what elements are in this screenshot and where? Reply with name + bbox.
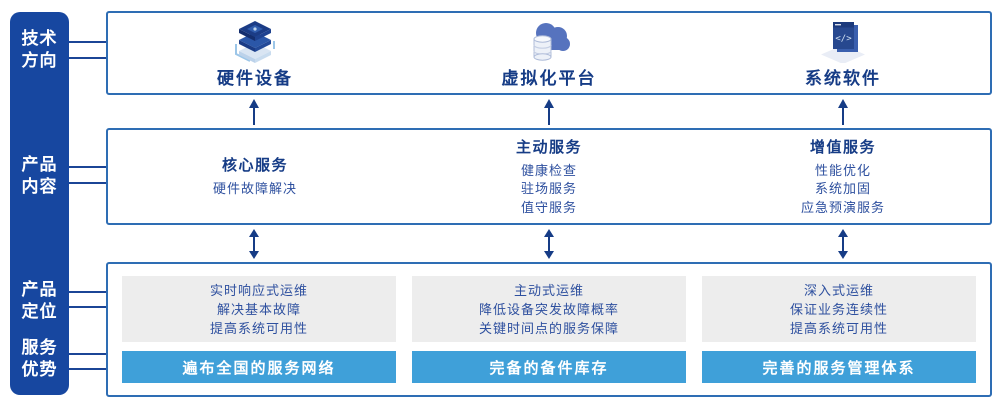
connector-line — [69, 306, 106, 308]
tech-item-virtualization: 虚拟化平台 — [402, 13, 696, 93]
tech-label: 虚拟化平台 — [501, 69, 597, 88]
connector-line — [69, 368, 106, 370]
advantage-bar: 遍布全国的服务网络 — [122, 351, 396, 383]
service-title: 核心服务 — [221, 157, 288, 175]
product-positioning-panel: 实时响应式运维 解决基本故障 提高系统可用性 遍布全国的服务网络 主动式运维 降… — [106, 262, 992, 397]
positioning-line: 提高系统可用性 — [209, 320, 308, 336]
service-column-proactive: 主动服务 健康检查 驻场服务 值守服务 — [402, 130, 696, 223]
positioning-line: 深入式运维 — [803, 282, 874, 298]
svg-text:</>: </> — [835, 34, 852, 44]
positioning-column-proactive: 主动式运维 降低设备突发故障概率 关键时间点的服务保障 完备的备件库存 — [412, 276, 686, 383]
category-sidebar: 技术方向 产品内容 产品定位 服务优势 — [10, 12, 69, 395]
service-item: 驻场服务 — [520, 181, 577, 197]
positioning-line: 实时响应式运维 — [209, 282, 308, 298]
sidebar-label-product-positioning: 产品定位 — [21, 280, 58, 322]
tech-label: 系统软件 — [805, 69, 881, 88]
connector-line — [69, 182, 106, 184]
double-arrow-icon — [247, 229, 261, 259]
positioning-line: 主动式运维 — [513, 282, 584, 298]
positioning-description: 深入式运维 保证业务连续性 提高系统可用性 — [702, 276, 976, 342]
connector-line — [69, 57, 106, 59]
sidebar-label-product-content: 产品内容 — [21, 155, 58, 197]
positioning-line: 提高系统可用性 — [789, 320, 888, 336]
service-item: 系统加固 — [814, 181, 871, 197]
positioning-line: 关键时间点的服务保障 — [478, 320, 619, 336]
positioning-column-deep: 深入式运维 保证业务连续性 提高系统可用性 完善的服务管理体系 — [702, 276, 976, 383]
up-arrow-icon — [247, 99, 261, 125]
connector-line — [69, 41, 106, 43]
service-item: 健康检查 — [520, 162, 577, 178]
positioning-column-realtime: 实时响应式运维 解决基本故障 提高系统可用性 遍布全国的服务网络 — [122, 276, 396, 383]
tech-item-hardware: 硬件设备 — [108, 13, 402, 93]
service-item: 应急预演服务 — [800, 199, 885, 215]
positioning-description: 实时响应式运维 解决基本故障 提高系统可用性 — [122, 276, 396, 342]
sidebar-label-service-advantage: 服务优势 — [21, 338, 58, 380]
tech-direction-panel: 硬件设备 — [106, 11, 992, 95]
up-arrow-icon — [836, 99, 850, 125]
sidebar-label-tech-direction: 技术方向 — [21, 29, 58, 71]
cloud-database-icon — [525, 17, 573, 63]
tech-item-system-software: </> 系统软件 — [696, 13, 990, 93]
service-title: 主动服务 — [515, 138, 582, 156]
advantage-bar: 完备的备件库存 — [412, 351, 686, 383]
service-column-core: 核心服务 硬件故障解决 — [108, 130, 402, 223]
tech-label: 硬件设备 — [217, 69, 293, 88]
up-arrow-icon — [542, 99, 556, 125]
code-window-icon: </> — [819, 17, 867, 63]
service-item: 性能优化 — [814, 162, 871, 178]
product-content-panel: 核心服务 硬件故障解决 主动服务 健康检查 驻场服务 值守服务 增值服务 性能优… — [106, 128, 992, 225]
connector-line — [69, 291, 106, 293]
connector-line — [69, 166, 106, 168]
service-item: 硬件故障解决 — [212, 181, 297, 197]
advantage-bar: 完善的服务管理体系 — [702, 351, 976, 383]
service-item: 值守服务 — [520, 199, 577, 215]
double-arrow-icon — [542, 229, 556, 259]
connector-line — [69, 353, 106, 355]
server-stack-icon — [231, 17, 279, 63]
positioning-line: 保证业务连续性 — [789, 301, 888, 317]
service-column-value-added: 增值服务 性能优化 系统加固 应急预演服务 — [696, 130, 990, 223]
double-arrow-icon — [836, 229, 850, 259]
positioning-line: 降低设备突发故障概率 — [478, 301, 619, 317]
positioning-line: 解决基本故障 — [216, 301, 301, 317]
service-title: 增值服务 — [809, 138, 876, 156]
positioning-description: 主动式运维 降低设备突发故障概率 关键时间点的服务保障 — [412, 276, 686, 342]
